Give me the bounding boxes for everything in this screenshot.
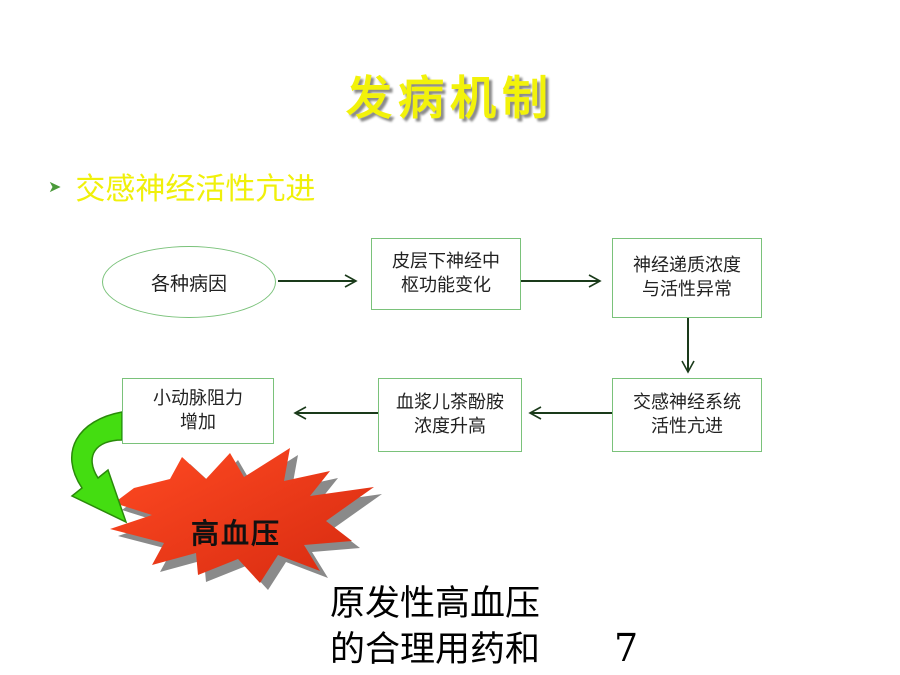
- flow-box-subcortical: 皮层下神经中 枢功能变化: [371, 238, 521, 310]
- flow-box-label: 皮层下神经中 枢功能变化: [392, 250, 500, 296]
- flow-box-catecholamine: 血浆儿茶酚胺 浓度升高: [378, 378, 522, 452]
- slide-title: 发病机制: [346, 71, 554, 125]
- bullet-item: ➤ 交感神经活性亢进: [48, 164, 315, 208]
- flow-box-label: 小动脉阻力 增加: [153, 387, 243, 433]
- cause-ellipse: 各种病因: [102, 246, 276, 318]
- arrow-bullet-icon: ➤: [48, 176, 62, 196]
- cause-label: 各种病因: [150, 272, 227, 295]
- flow-box-label: 交感神经系统 活性亢进: [633, 391, 741, 437]
- page-number: 7: [614, 626, 639, 670]
- curved-arrow-icon: [70, 411, 128, 524]
- footer-caption: 原发性高血压 的合理用药和: [330, 582, 540, 673]
- flow-box-arteriole: 小动脉阻力 增加: [122, 378, 274, 444]
- bullet-text: 交感神经活性亢进: [75, 172, 316, 207]
- flow-box-label: 神经递质浓度 与活性异常: [633, 254, 741, 300]
- footer-line-1: 原发性高血压: [330, 584, 541, 624]
- hypertension-label: 高血压: [190, 517, 281, 550]
- footer-line-2: 的合理用药和: [330, 629, 541, 670]
- flow-box-neurotransmitter: 神经递质浓度 与活性异常: [612, 238, 762, 318]
- burst-shape: [110, 448, 374, 583]
- flow-box-sympathetic: 交感神经系统 活性亢进: [612, 378, 762, 452]
- flow-box-label: 血浆儿茶酚胺 浓度升高: [396, 391, 504, 437]
